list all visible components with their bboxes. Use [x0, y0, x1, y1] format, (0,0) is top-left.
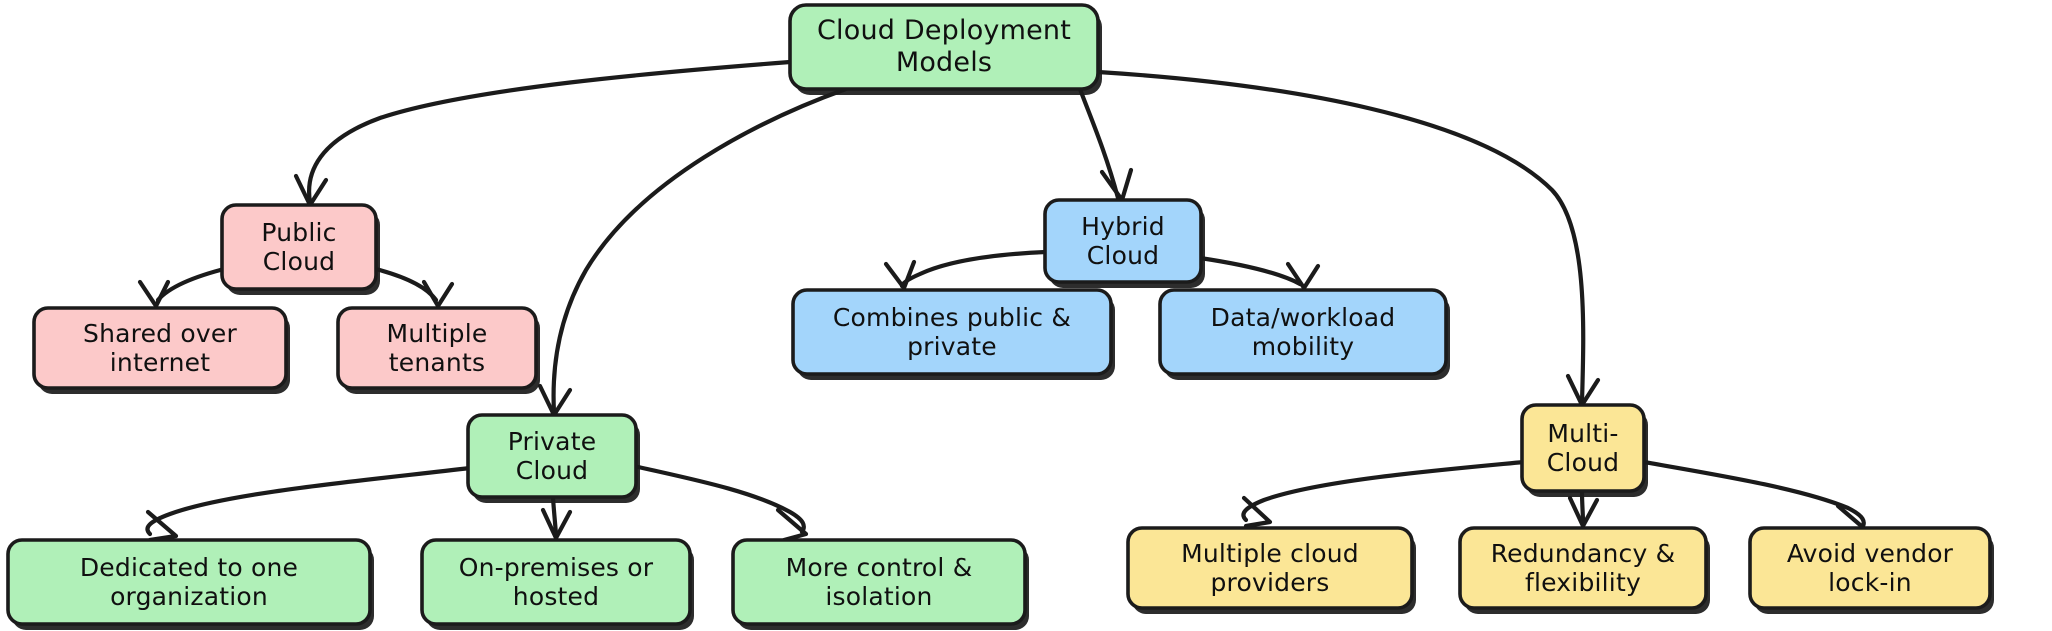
node-multiple-cloud-providers[interactable]	[1126, 526, 1416, 614]
edge-hybrid-to-mobility	[1197, 255, 1321, 291]
node-multi-cloud[interactable]	[1520, 403, 1648, 497]
node-private-cloud[interactable]	[466, 413, 640, 503]
node-root[interactable]	[788, 3, 1102, 95]
node-dedicated-to-one-organization[interactable]	[6, 538, 374, 630]
node-avoid-vendor-lock-in[interactable]	[1748, 526, 1994, 614]
edge-public-to-shared	[137, 265, 231, 309]
node-combines-public-and-private[interactable]	[791, 288, 1115, 380]
edge-multi-to-providers	[1241, 459, 1527, 529]
node-redundancy-and-flexibility[interactable]	[1458, 526, 1710, 614]
edge-root-to-public	[293, 59, 793, 208]
edge-hybrid-to-combines	[883, 249, 1049, 291]
node-more-control-and-isolation[interactable]	[731, 538, 1029, 630]
node-public-cloud[interactable]	[220, 203, 380, 295]
edge-public-to-tenants	[369, 265, 455, 309]
edge-multi-to-lockin	[1641, 459, 1869, 539]
edge-private-to-control	[631, 463, 809, 543]
edge-multi-to-redundancy	[1567, 489, 1600, 529]
node-shared-over-internet[interactable]	[32, 306, 290, 394]
edge-private-to-onprem	[540, 495, 573, 541]
node-data-workload-mobility[interactable]	[1158, 288, 1450, 380]
node-layer	[6, 3, 1994, 630]
node-multiple-tenants[interactable]	[336, 306, 540, 394]
node-on-premises-or-hosted[interactable]	[420, 538, 694, 630]
edge-private-to-dedicated	[145, 465, 473, 543]
edge-root-to-hybrid	[1077, 86, 1134, 203]
node-hybrid-cloud[interactable]	[1043, 198, 1205, 288]
